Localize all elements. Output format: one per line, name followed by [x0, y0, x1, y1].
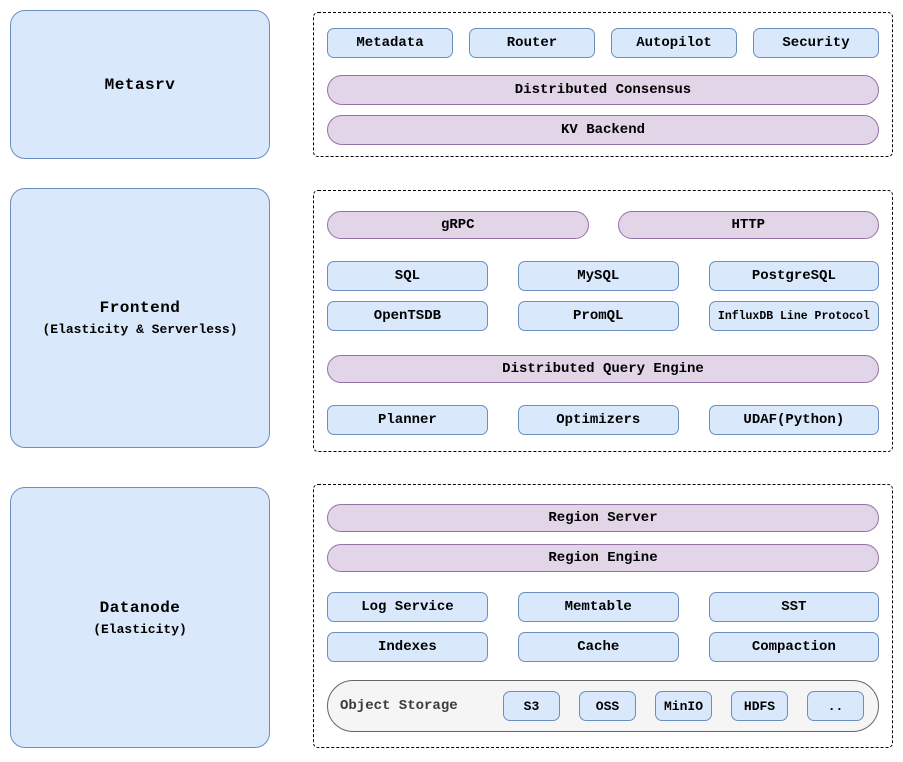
component-security: Security	[753, 28, 879, 58]
component-influxdb-line-protocol: InfluxDB Line Protocol	[708, 301, 880, 331]
datanode-internals-container: Region Server Region Engine Log Service …	[313, 484, 893, 748]
component-compaction: Compaction	[708, 632, 880, 662]
component-mysql: MySQL	[517, 261, 679, 291]
frontend-entry-row: gRPC HTTP	[327, 211, 879, 239]
object-storage-container: Object Storage S3 OSS MinIO HDFS ..	[327, 680, 879, 732]
component-autopilot: Autopilot	[611, 28, 737, 58]
datanode-components-row1: Log Service Memtable SST	[327, 592, 880, 622]
component-router: Router	[469, 28, 595, 58]
node-datanode: Datanode (Elasticity)	[10, 487, 270, 748]
provider-s3: S3	[502, 691, 560, 721]
frontend-engine-components-row: Planner Optimizers UDAF(Python)	[327, 405, 880, 435]
component-optimizers: Optimizers	[517, 405, 679, 435]
object-storage-label: Object Storage	[340, 698, 458, 714]
component-postgresql: PostgreSQL	[708, 261, 880, 291]
metasrv-components-row: Metadata Router Autopilot Security	[327, 28, 879, 58]
node-metasrv: Metasrv	[10, 10, 270, 159]
component-promql: PromQL	[517, 301, 679, 331]
component-region-server: Region Server	[327, 504, 879, 532]
component-distributed-consensus: Distributed Consensus	[327, 75, 879, 105]
component-opentsdb: OpenTSDB	[327, 301, 488, 331]
node-frontend: Frontend (Elasticity & Serverless)	[10, 188, 270, 448]
frontend-subtitle: (Elasticity & Serverless)	[42, 322, 238, 337]
component-distributed-query-engine: Distributed Query Engine	[327, 355, 879, 383]
frontend-protocols-row1: SQL MySQL PostgreSQL	[327, 261, 880, 291]
frontend-title: Frontend	[99, 299, 181, 317]
component-region-engine: Region Engine	[327, 544, 879, 572]
component-sst: SST	[708, 592, 880, 622]
provider-minio: MinIO	[654, 691, 712, 721]
datanode-title: Datanode	[99, 598, 181, 617]
component-kv-backend: KV Backend	[327, 115, 879, 145]
component-cache: Cache	[517, 632, 679, 662]
metasrv-title: Metasrv	[104, 75, 176, 94]
component-indexes: Indexes	[327, 632, 488, 662]
component-log-service: Log Service	[327, 592, 488, 622]
component-udaf-python: UDAF(Python)	[708, 405, 880, 435]
provider-hdfs: HDFS	[731, 691, 788, 721]
component-grpc: gRPC	[327, 211, 589, 239]
component-metadata: Metadata	[327, 28, 453, 58]
provider-other: ..	[807, 691, 864, 721]
metasrv-internals-container: Metadata Router Autopilot Security Distr…	[313, 12, 893, 157]
datanode-components-row2: Indexes Cache Compaction	[327, 632, 880, 662]
object-storage-providers: S3 OSS MinIO HDFS ..	[502, 691, 864, 721]
component-planner: Planner	[327, 405, 488, 435]
provider-oss: OSS	[578, 691, 636, 721]
component-memtable: Memtable	[517, 592, 679, 622]
frontend-internals-container: gRPC HTTP SQL MySQL PostgreSQL OpenTSDB …	[313, 190, 893, 452]
datanode-subtitle: (Elasticity)	[93, 621, 187, 637]
component-http: HTTP	[617, 211, 879, 239]
component-sql: SQL	[327, 261, 488, 291]
frontend-protocols-row2: OpenTSDB PromQL InfluxDB Line Protocol	[327, 301, 880, 331]
